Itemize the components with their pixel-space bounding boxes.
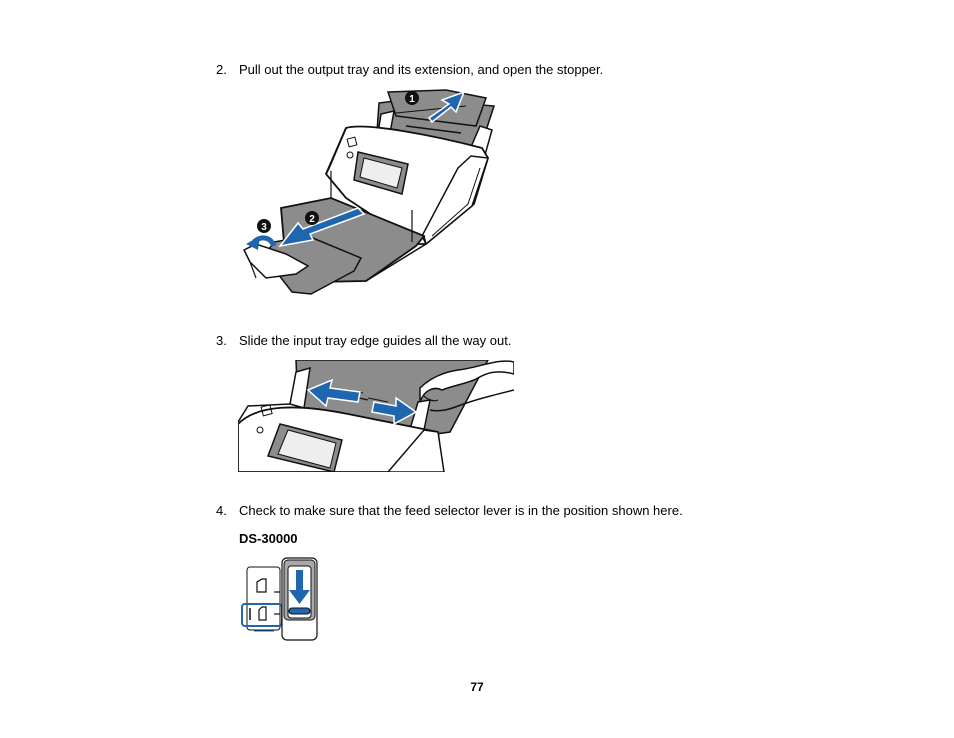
callout-1: 1 [409,94,415,105]
figure-feed-selector [241,557,318,641]
figure-edge-guides [238,360,514,472]
callout-3: 3 [261,222,267,233]
model-heading: DS-30000 [239,531,298,546]
step-number: 3. [216,333,227,348]
callout-2: 2 [309,214,315,225]
step-text: Pull out the output tray and its extensi… [239,62,604,77]
step-4: 4. Check to make sure that the feed selec… [216,503,683,519]
continuous-feed-icon [258,606,267,621]
step-text: Check to make sure that the feed selecto… [239,503,683,518]
step-2: 2. Pull out the output tray and its exten… [216,62,603,78]
step-text: Slide the input tray edge guides all the… [239,333,512,348]
single-sheet-icon [256,578,267,593]
step-number: 4. [216,503,227,518]
page-number: 77 [470,680,484,694]
figure-output-tray: 1 2 3 [242,89,496,295]
step-number: 2. [216,62,227,77]
step-3: 3. Slide the input tray edge guides all t… [216,333,511,349]
arrow-down-icon [289,570,310,604]
